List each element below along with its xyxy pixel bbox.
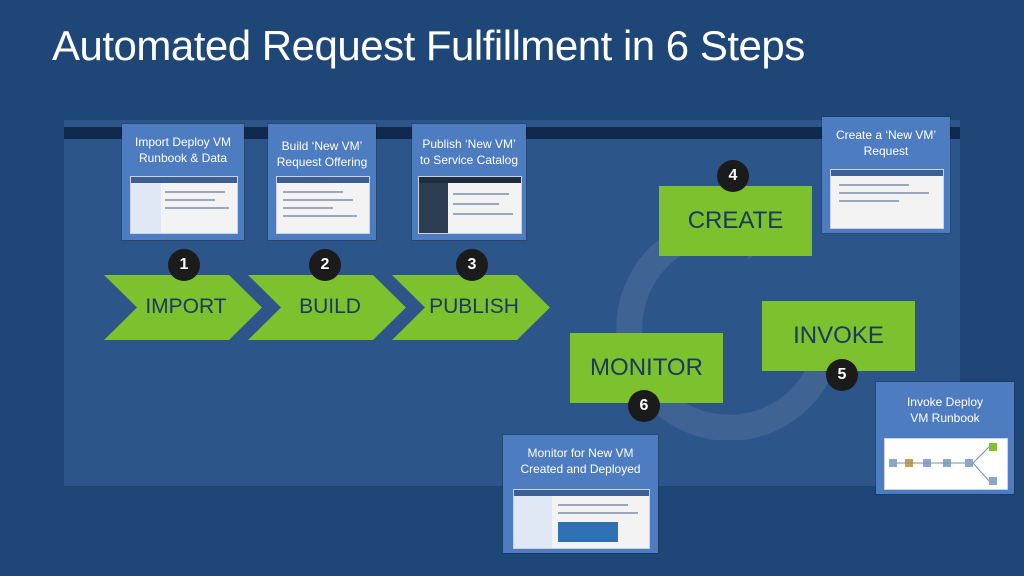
import-chevron — [104, 275, 262, 340]
step-3-badge: 3 — [456, 249, 488, 281]
step-2-badge: 2 — [309, 249, 341, 281]
create-box: CREATE — [659, 186, 812, 256]
build-chevron — [248, 275, 406, 340]
monitor-screenshot — [513, 489, 650, 549]
import-card-text: Import Deploy VM Runbook & Data — [134, 135, 232, 165]
invoke-card-text: Invoke Deploy VM Runbook — [906, 395, 984, 425]
import-card: Import Deploy VM Runbook & Data — [122, 124, 244, 240]
import-label: IMPORT — [145, 295, 227, 318]
create-card: Create a ‘New VM’ Request — [822, 117, 950, 233]
step-4-badge: 4 — [717, 160, 749, 192]
build-label: BUILD — [299, 295, 361, 318]
step-6-badge: 6 — [628, 390, 660, 422]
build-card-text: Build ‘New VM’ Request Offering — [276, 139, 368, 169]
publish-card: Publish ‘New VM’ to Service Catalog — [412, 124, 526, 240]
slide-title: Automated Request Fulfillment in 6 Steps — [52, 22, 805, 69]
invoke-card: Invoke Deploy VM Runbook — [876, 382, 1014, 494]
publish-card-text: Publish ‘New VM’ to Service Catalog — [419, 137, 519, 167]
publish-screenshot — [418, 176, 522, 234]
step-1-badge: 1 — [168, 249, 200, 281]
create-card-text: Create a ‘New VM’ Request — [835, 128, 937, 158]
import-screenshot — [130, 176, 238, 234]
build-screenshot — [276, 176, 370, 234]
monitor-card-text: Monitor for New VM Created and Deployed — [520, 446, 641, 476]
publish-chevron — [392, 275, 550, 340]
publish-label: PUBLISH — [429, 295, 519, 318]
monitor-card: Monitor for New VM Created and Deployed — [503, 435, 658, 553]
step-5-badge: 5 — [826, 359, 858, 391]
create-screenshot — [830, 169, 944, 229]
invoke-runbook-screenshot — [884, 438, 1008, 490]
build-card: Build ‘New VM’ Request Offering — [268, 124, 376, 240]
